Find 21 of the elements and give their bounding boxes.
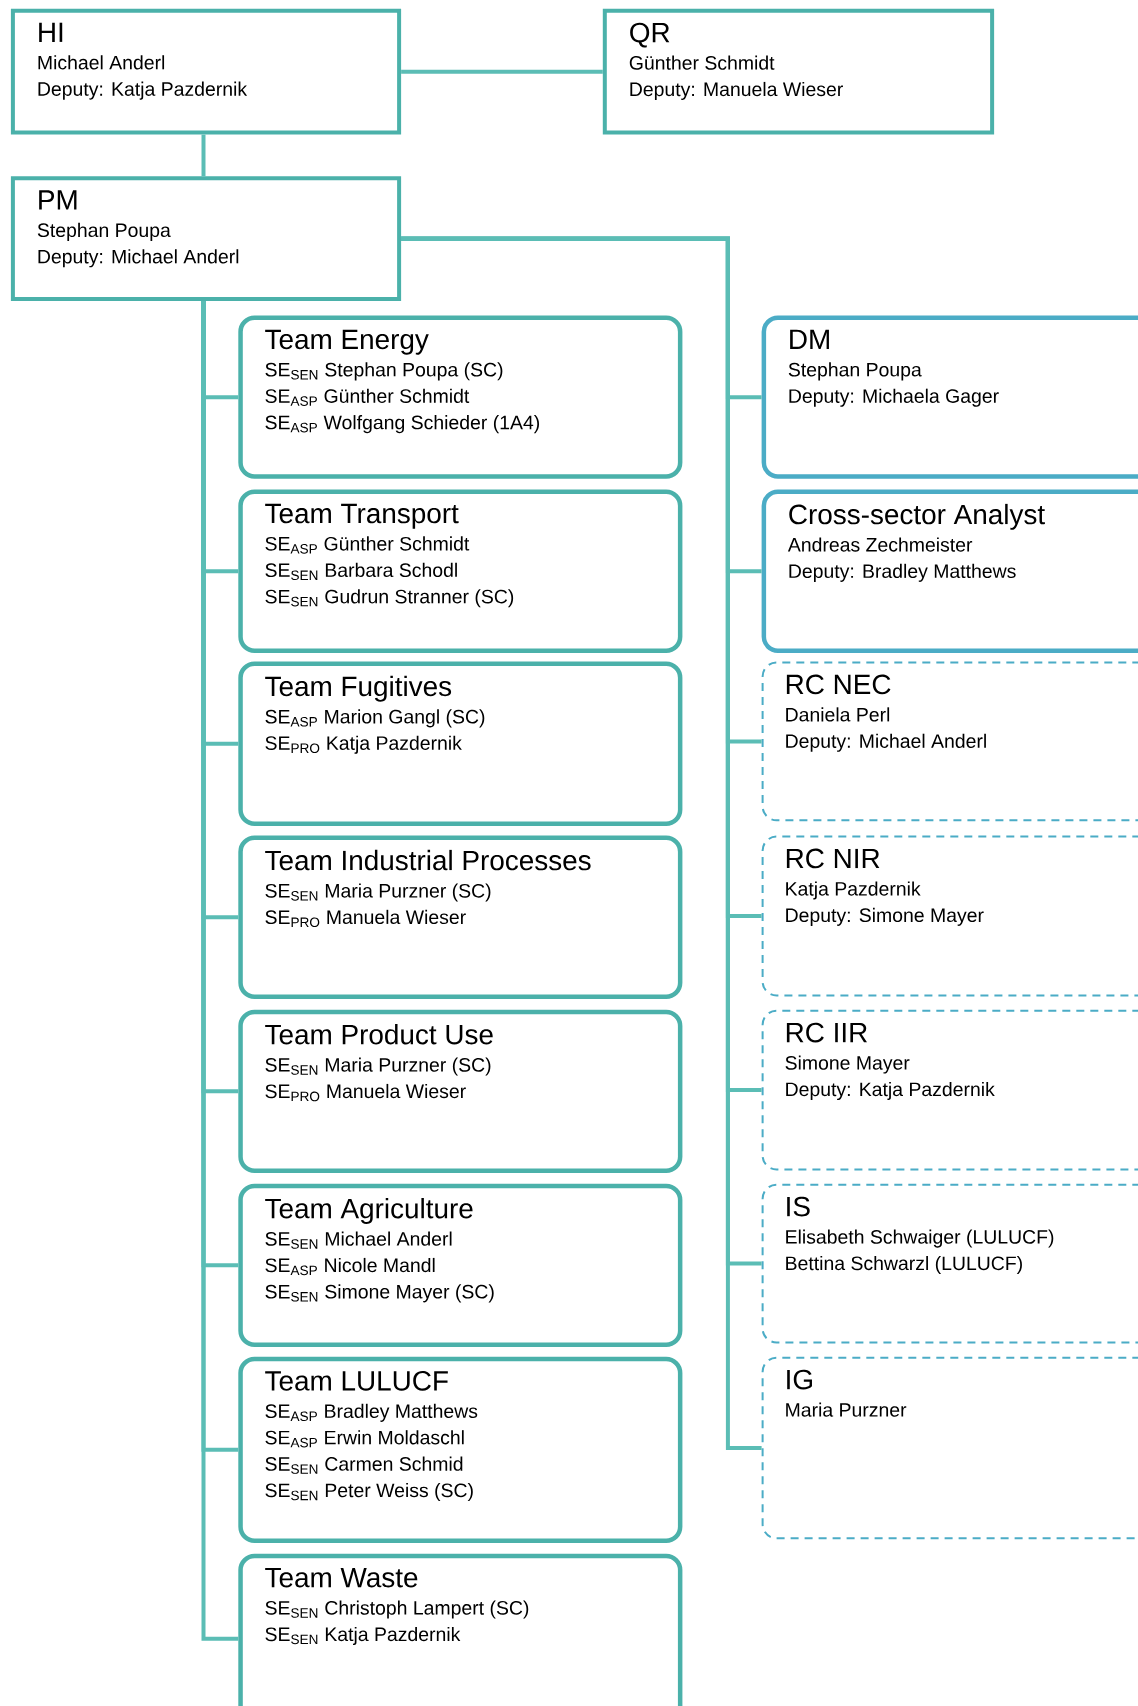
team-box: Team LULUCF SE$_{ASP}$ Bradley Matthews SE$_{ASP}$ Erwin Moldaschl SE$_{SEN}$ Carmen Schmid SE$_{SEN}$ Peter Weiss (SC) [238,1356,683,1543]
role-box: PM Stephan Poupa Deputy: Michael Anderl [10,176,402,302]
team-box: Team Fugitives SE$_{ASP}$ Marion Gangl (SC) SE$_{PRO}$ Katja Pazdernik [238,661,683,826]
role-box: HI Michael Anderl Deputy: Katja Pazdernik [10,8,402,135]
team-box: Team Agriculture SE$_{SEN}$ Michael Anderl SE$_{ASP}$ Nicole Mandl SE$_{SEN}$ Simone Mayer (SC) [238,1183,683,1347]
role-box: DM Stephan Poupa Deputy: Michaela Gager [761,315,1138,479]
role-box: IS Elisabeth Schwaiger (LULUCF) Bettina Schwarzl (LULUCF) [761,1183,1138,1344]
team-box: Team Waste SE$_{SEN}$ Christoph Lampert (SC) SE$_{SEN}$ Katja Pazdernik [238,1553,683,1706]
role-box: Cross-sector Analyst Andreas Zechmeister Deputy: Bradley Matthews [761,489,1138,653]
role-box: RC IIR Simone Mayer Deputy: Katja Pazdernik [761,1009,1138,1171]
role-box: IG Maria Purzner [761,1356,1138,1540]
connector [201,134,206,177]
team-box: Team Energy SE$_{SEN}$ Stephan Poupa (SC) SE$_{ASP}$ Günther Schmidt SE$_{ASP}$ Wolfgang Schieder (1A4) [238,315,683,479]
team-box: Team Industrial Processes SE$_{SEN}$ Maria Purzner (SC) SE$_{PRO}$ Manuela Wieser [238,835,683,999]
role-box: QR Günther Schmidt Deputy: Manuela Wieser [602,8,995,135]
role-box: RC NIR Katja Pazdernik Deputy: Simone Mayer [761,835,1138,997]
team-box: Team Transport SE$_{ASP}$ Günther Schmidt SE$_{SEN}$ Barbara Schodl SE$_{SEN}$ Gudrun Stranner (SC) [238,489,683,653]
team-box: Team Product Use SE$_{SEN}$ Maria Purzner (SC) SE$_{PRO}$ Manuela Wieser [238,1009,683,1173]
connector [401,69,603,74]
connector [401,236,762,1450]
role-box: RC NEC Daniela Perl Deputy: Michael Anderl [761,661,1138,822]
